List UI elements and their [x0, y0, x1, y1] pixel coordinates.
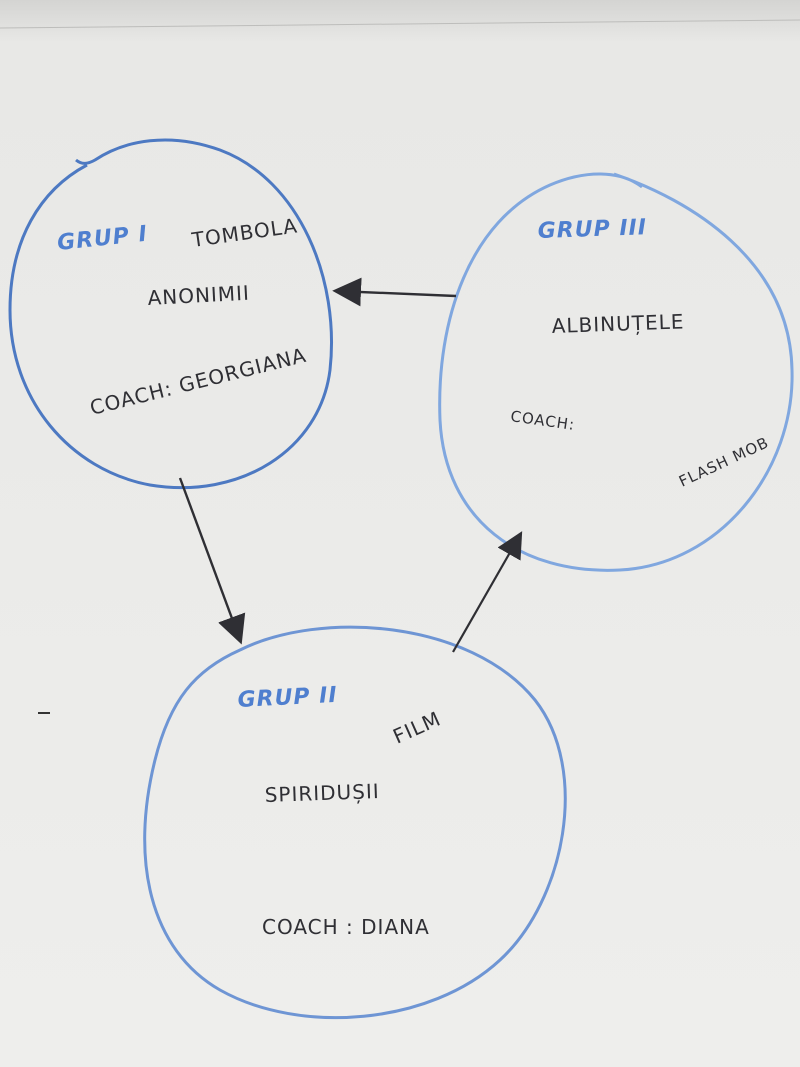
group-2-team: SPIRIDUȘII — [264, 779, 380, 807]
arrow-group1-to-group2 — [178, 477, 246, 645]
arrow-group3-to-group1 — [332, 277, 457, 307]
group-2-title: GRUP II — [237, 683, 338, 713]
group-3-team: ALBINUȚELE — [551, 309, 684, 338]
paper-edge — [0, 19, 800, 29]
group-3-circle — [438, 172, 794, 572]
group-2-coach: COACH : DIANA — [262, 915, 430, 939]
group-2-circle — [143, 625, 567, 1020]
group-1-circle — [8, 138, 333, 490]
arrow-group2-to-group3 — [452, 531, 523, 653]
group-3-title: GRUP III — [537, 215, 647, 244]
group-1-team: ANONIMII — [147, 281, 250, 310]
